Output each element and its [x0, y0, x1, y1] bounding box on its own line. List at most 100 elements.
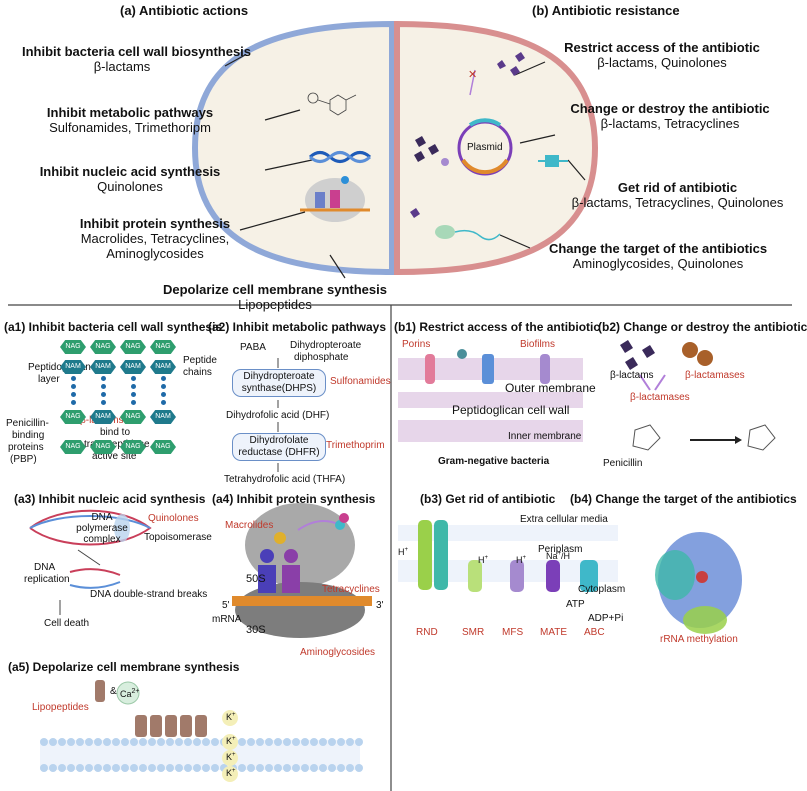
lipid-head [301, 738, 309, 746]
a2-paba: PABA [240, 342, 266, 353]
b3-pump-rnd: RND [416, 627, 438, 638]
nam-unit: NAM [90, 410, 116, 424]
lipid-head [328, 738, 336, 746]
efflux-pumps-diagram [398, 520, 618, 592]
a2-trimethoprim: Trimethoprim [326, 440, 385, 451]
a5-ca-charge: 2+ [131, 688, 140, 695]
a1-pbp-4: (PBP) [10, 454, 37, 465]
lipid-head [319, 764, 327, 772]
lipid-head [175, 738, 183, 746]
lipid-head [157, 764, 165, 772]
nag-unit: NAG [150, 440, 176, 454]
nag-unit: NAG [150, 340, 176, 354]
nag-unit: NAG [120, 340, 146, 354]
peptide-bead [101, 376, 106, 381]
nam-unit: NAM [150, 360, 176, 374]
b3-pump-smr: SMR [462, 627, 485, 638]
lipid-head [238, 738, 246, 746]
lipid-head [139, 764, 147, 772]
a1-chains: chains [183, 367, 212, 378]
peptide-bead [161, 384, 166, 389]
lipid-head [112, 738, 120, 746]
lipid-head [94, 764, 102, 772]
b3-h: H [398, 547, 405, 557]
a4-aminoglycosides: Aminoglycosides [300, 647, 376, 658]
action-title: Inhibit protein synthesis [79, 216, 231, 231]
b3-h-charge: + [522, 555, 527, 561]
action-drugs: Macrolides, Tetracyclines, [80, 231, 230, 246]
action-nucleic-acid: Inhibit nucleic acid synthesis Quinolone… [30, 164, 230, 194]
peptide-bead [131, 400, 136, 405]
lipid-head [346, 764, 354, 772]
a4-macrolides: Macrolides [225, 520, 274, 531]
a5-ca: Ca [120, 689, 132, 699]
lipid-head [130, 764, 138, 772]
b4-rrna-methylation: rRNA methylation [660, 634, 738, 645]
a2-title: (a2) Inhibit metabolic pathways [208, 320, 387, 334]
beta-lactamase-diagram [620, 340, 776, 451]
bacterial-cell [191, 20, 599, 276]
lipid-head [58, 764, 66, 772]
a3-dna-polymerase: DNA polymerase complex [72, 512, 132, 545]
a1-title: (a1) Inhibit bacteria cell wall synthesi… [4, 320, 223, 334]
a1-pbp-1: Penicillin- [6, 418, 49, 429]
lipid-head [292, 764, 300, 772]
b3-adp: ADP+Pi [588, 613, 624, 624]
a3-quinolones: Quinolones [148, 513, 199, 524]
b3-proton-3: H+ [516, 555, 526, 565]
a3-breaks: DNA double-strand breaks [90, 589, 208, 600]
a1-bind-3: active site [92, 451, 137, 462]
lipid-head [256, 738, 264, 746]
peptide-bead [101, 400, 106, 405]
a2-dhps-box: Dihydropteroate synthase(DHPS) [232, 369, 326, 397]
lipid-head [211, 738, 219, 746]
a1-peptide: Peptide [183, 355, 217, 366]
a3-cell-death: Cell death [44, 618, 90, 629]
a3-dna-1: DNA [91, 512, 113, 523]
a5-potassium-1: K+ [226, 712, 236, 722]
lipid-head [103, 764, 111, 772]
lipid-head [292, 738, 300, 746]
b1-title: (b1) Restrict access of the antibiotic [394, 320, 601, 334]
a3-title: (a3) Inhibit nucleic acid synthesis [14, 492, 206, 506]
lipid-head [184, 738, 192, 746]
a5-k: K [226, 736, 233, 746]
b2-blactams: β-lactams [610, 370, 654, 381]
lipid-head [274, 738, 282, 746]
lipid-head [85, 738, 93, 746]
a5-calcium: Ca2+ [120, 688, 140, 699]
peptide-bead [161, 392, 166, 397]
lipid-head [337, 764, 345, 772]
action-metabolic: Inhibit metabolic pathways Sulfonamides,… [30, 105, 230, 135]
b2-blactamases-2: β-lactamases [630, 392, 690, 403]
b3-h-charge: + [484, 555, 489, 561]
lipid-head [256, 764, 264, 772]
resistance-efflux: Get rid of antibiotic β-lactams, Tetracy… [560, 180, 795, 210]
resistance-drugs: Aminoglycosides, Quinolones [572, 256, 744, 271]
lipid-head [202, 738, 210, 746]
lipid-head [49, 738, 57, 746]
b3-h: H [516, 555, 523, 565]
b2-penicillin: Penicillin [603, 458, 643, 469]
nag-unit: NAG [90, 440, 116, 454]
peptide-bead [71, 392, 76, 397]
a1-peptidoglycan: Peptidoglycan [28, 362, 91, 373]
b3-cytoplasm: Cytoplasm [578, 584, 626, 595]
lipid-head [301, 764, 309, 772]
plasmid-label: Plasmid [467, 142, 503, 153]
a5-k-charge: + [232, 736, 236, 742]
lipid-head [265, 738, 273, 746]
a1-bind-1: bind to [100, 427, 131, 438]
nag-unit: NAG [60, 410, 86, 424]
lipid-head [121, 764, 129, 772]
nag-unit: NAG [120, 440, 146, 454]
b1-peptidoglycan-wall: Peptidoglican cell wall [452, 403, 570, 417]
resistance-access: Restrict access of the antibiotic β-lact… [552, 40, 772, 70]
b4-title: (b4) Change the target of the antibiotic… [570, 492, 797, 506]
a2-dhpd-1: Dihydropteroate [290, 340, 362, 351]
a4-title: (a4) Inhibit protein synthesis [212, 492, 376, 506]
lipid-bilayer-a5 [40, 680, 363, 782]
lipid-head [355, 764, 363, 772]
